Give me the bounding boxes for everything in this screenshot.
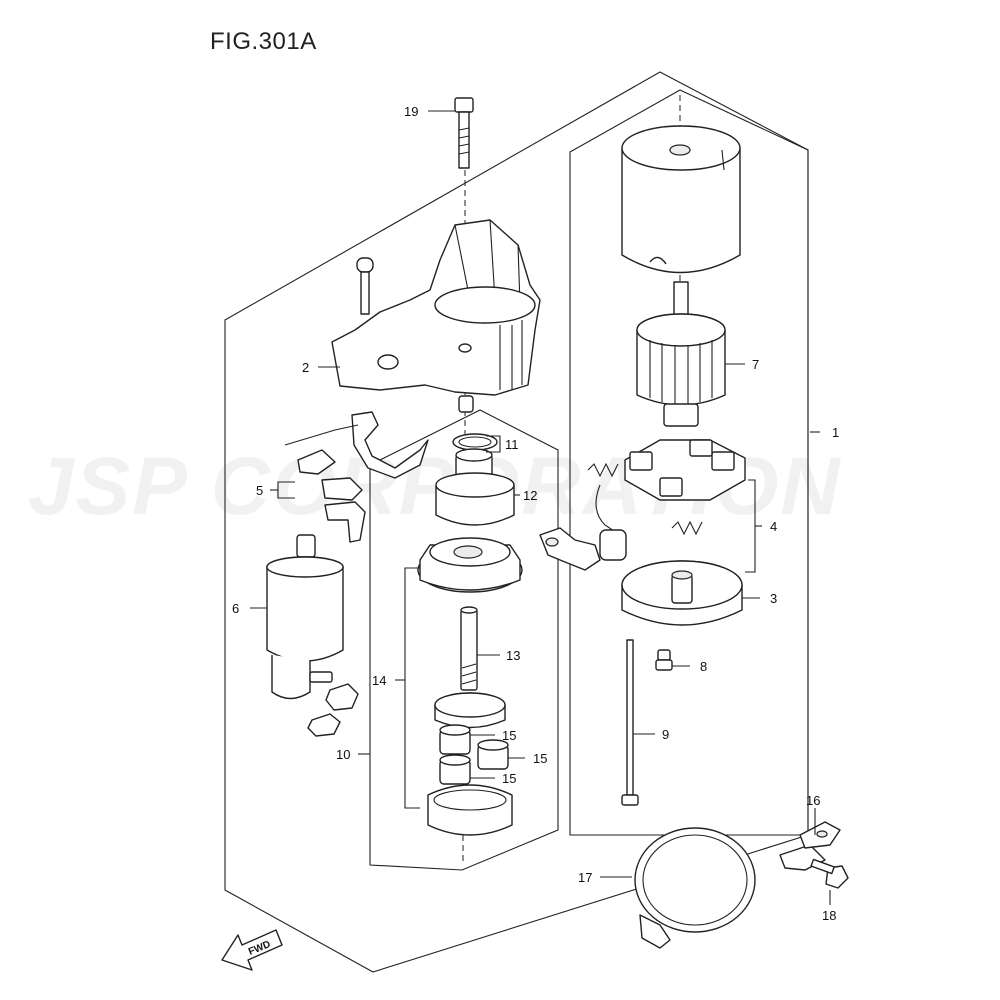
- lever-5: [284, 411, 429, 543]
- callout-7: 7: [752, 357, 759, 372]
- callout-6: 6: [232, 601, 239, 616]
- callout-15a: 15: [502, 728, 516, 743]
- callout-15b: 15: [533, 751, 547, 766]
- solenoid-6: [266, 534, 344, 700]
- callout-11: 11: [505, 437, 519, 452]
- callout-5: 5: [256, 483, 263, 498]
- clip-16: [799, 821, 841, 849]
- callout-14: 14: [372, 673, 386, 688]
- planet-gear-15c: [439, 754, 471, 785]
- yoke: [621, 125, 741, 274]
- planet-gear-15b: [477, 739, 509, 770]
- planet-gear-15a: [439, 724, 471, 755]
- callout-10: 10: [336, 747, 350, 762]
- spring-a: [587, 462, 619, 478]
- pinion-12: [435, 448, 515, 526]
- nut-small: [307, 713, 341, 737]
- through-bolt-9: [621, 639, 639, 806]
- callout-8: 8: [700, 659, 707, 674]
- bushing: [458, 395, 474, 413]
- frame-assembly-1: [569, 89, 809, 836]
- band-17: [634, 827, 826, 949]
- callout-4: 4: [770, 519, 777, 534]
- callout-9: 9: [662, 727, 669, 742]
- figure-title: FIG.301A: [210, 28, 317, 55]
- gear-ring: [427, 784, 513, 836]
- housing-2: [331, 219, 541, 396]
- callout-12: 12: [523, 488, 537, 503]
- callout-13: 13: [506, 648, 520, 663]
- callout-18: 18: [822, 908, 836, 923]
- callout-16: 16: [806, 793, 820, 808]
- callout-15c: 15: [502, 771, 516, 786]
- nut: [325, 683, 359, 711]
- bolt-19: [454, 97, 474, 169]
- callout-2: 2: [302, 360, 309, 375]
- fwd-arrow-icon: FWD: [221, 929, 283, 971]
- callout-1: 1: [832, 425, 839, 440]
- screw-small: [356, 257, 374, 315]
- bolt-18: [810, 858, 849, 889]
- callout-19: 19: [404, 104, 418, 119]
- shaft-13: [434, 606, 506, 729]
- frame-assembly-10: [369, 409, 559, 871]
- cover-14: [417, 537, 523, 593]
- end-frame-3: [621, 560, 743, 626]
- screw-8: [655, 649, 673, 671]
- callout-3: 3: [770, 591, 777, 606]
- spring-b: [671, 520, 703, 536]
- brush-holder-4: [624, 439, 746, 501]
- terminal: [539, 527, 627, 571]
- callout-17: 17: [578, 870, 592, 885]
- armature-7: [636, 281, 726, 427]
